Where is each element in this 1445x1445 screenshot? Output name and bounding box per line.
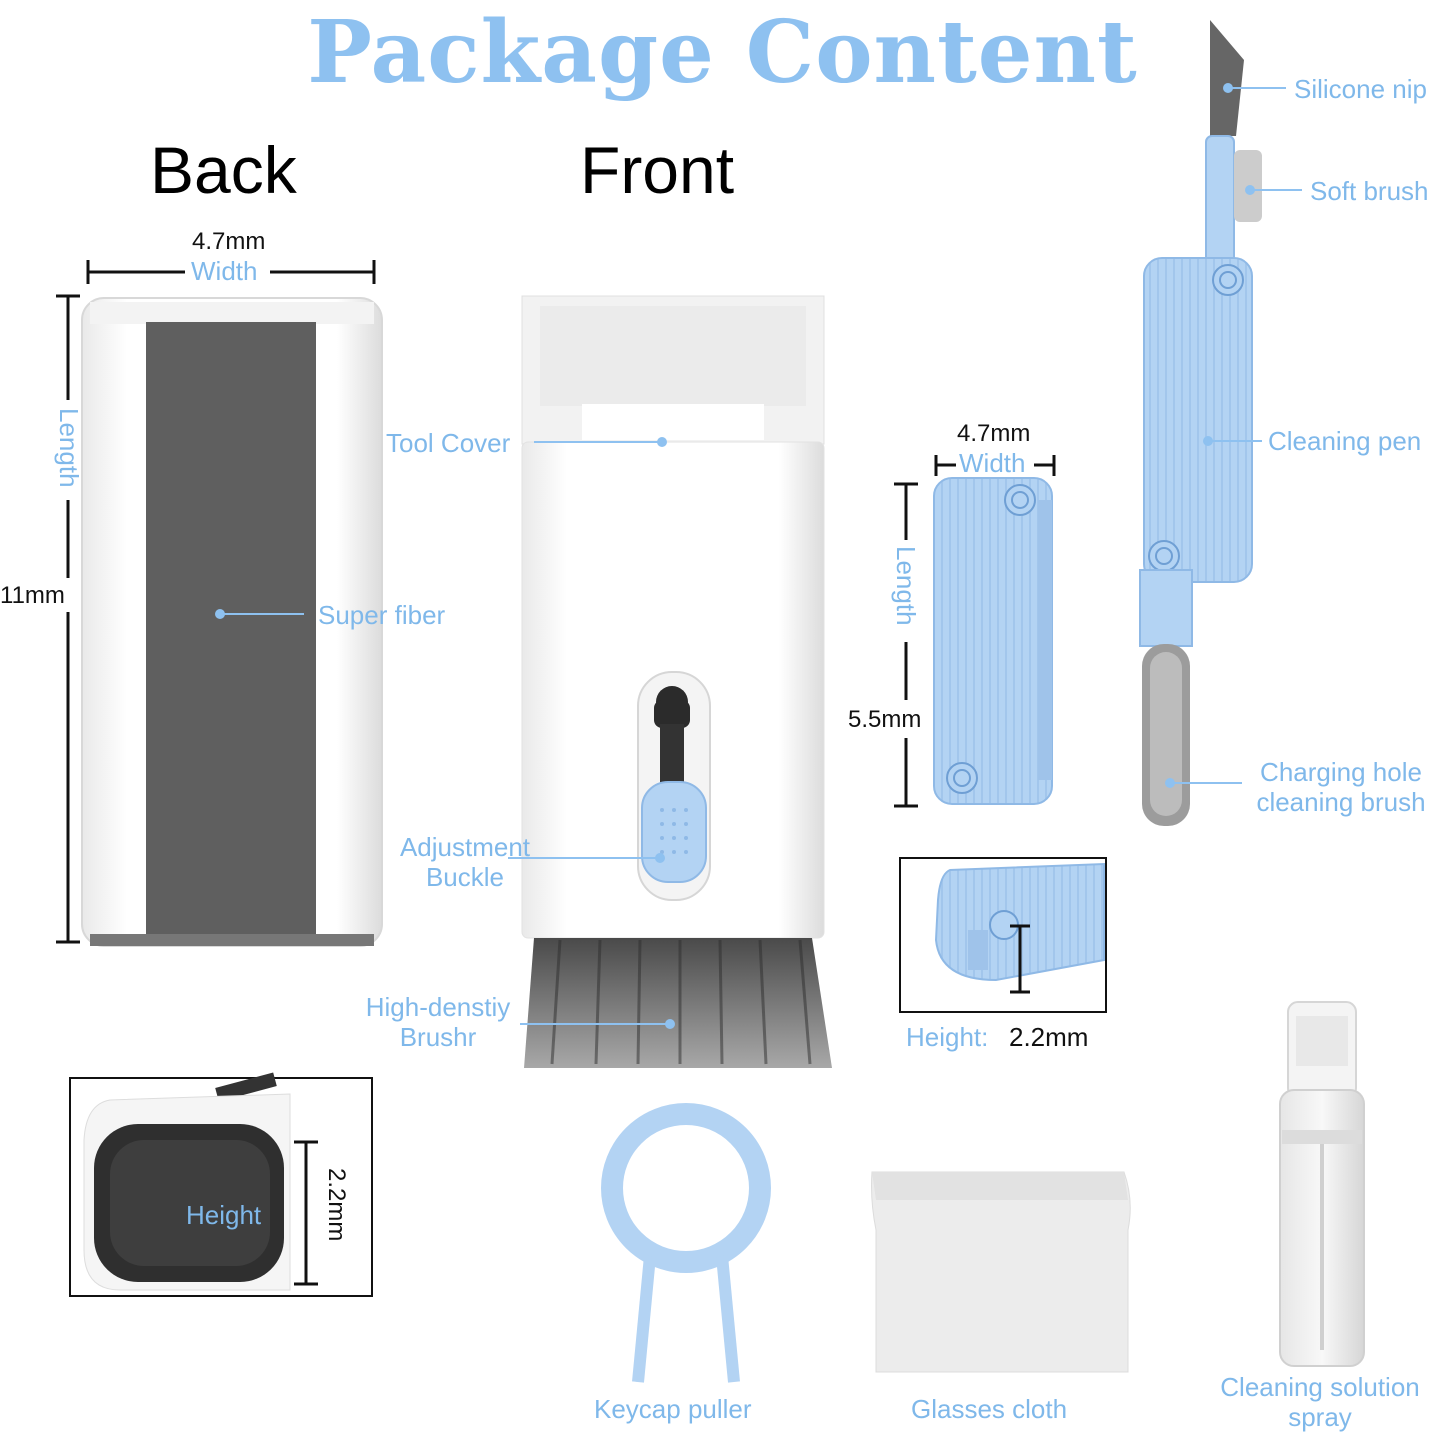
spray-label-1: Cleaning solution bbox=[1220, 1372, 1420, 1402]
soft-brush-label: Soft brush bbox=[1310, 176, 1429, 206]
cleaning-pen bbox=[1139, 20, 1262, 826]
spray-label-2: spray bbox=[1288, 1402, 1352, 1432]
tool-cover-label: Tool Cover bbox=[386, 428, 511, 458]
folded-length-value: 5.5mm bbox=[848, 706, 922, 733]
charging-hole-label-1: Charging hole bbox=[1260, 757, 1422, 787]
heading-back: Back bbox=[150, 133, 297, 207]
folded-width-value: 4.7mm bbox=[957, 420, 1031, 447]
page-title: Package Content bbox=[307, 2, 1138, 103]
keycap-puller-label: Keycap puller bbox=[594, 1394, 752, 1424]
folded-width-dimension bbox=[934, 455, 1056, 476]
front-device bbox=[521, 295, 832, 1068]
folded-pen bbox=[933, 477, 1053, 805]
back-length-label: Length bbox=[54, 408, 84, 488]
folded-width-label: Width bbox=[959, 448, 1026, 478]
inset-height-label: Height bbox=[186, 1200, 262, 1230]
adjustment-buckle-label-1: Adjustment bbox=[399, 832, 531, 862]
charging-hole-label-2: cleaning brush bbox=[1256, 787, 1426, 817]
back-length-dimension bbox=[56, 294, 80, 944]
back-length-value: 11mm bbox=[0, 582, 65, 609]
keycap-puller bbox=[601, 1103, 771, 1383]
brush-label-2: Brushr bbox=[399, 1022, 477, 1052]
height-inset-detail bbox=[934, 862, 1105, 994]
super-fiber-label: Super fiber bbox=[318, 600, 446, 630]
back-width-label: Width bbox=[191, 256, 258, 286]
cleaning-pen-label: Cleaning pen bbox=[1268, 426, 1422, 456]
back-width-dimension bbox=[86, 260, 376, 284]
adjustment-buckle-label-2: Buckle bbox=[425, 862, 505, 892]
inset-height-value: 2.2mm bbox=[323, 1168, 350, 1242]
folded-height-value: 2.2mm bbox=[1009, 1022, 1089, 1052]
brush-label-1: High-denstiy bbox=[365, 992, 511, 1022]
glasses-cloth bbox=[871, 1171, 1131, 1373]
glasses-cloth-label: Glasses cloth bbox=[911, 1394, 1068, 1424]
spray-bottle bbox=[1279, 1001, 1365, 1367]
silicone-nip-label: Silicone nip bbox=[1294, 74, 1427, 104]
back-device bbox=[81, 297, 383, 947]
heading-front: Front bbox=[580, 133, 735, 207]
folded-height-label: Height: bbox=[906, 1022, 989, 1052]
back-height-inset-detail bbox=[83, 1072, 318, 1291]
folded-length-dimension bbox=[894, 482, 918, 808]
folded-length-label: Length bbox=[891, 546, 921, 626]
back-width-value: 4.7mm bbox=[192, 228, 266, 255]
